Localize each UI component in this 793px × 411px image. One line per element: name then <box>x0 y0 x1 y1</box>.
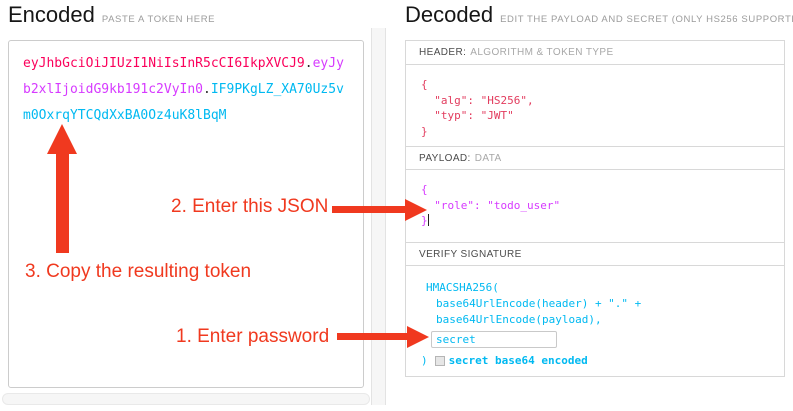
step1-arrow-shaft <box>337 333 408 340</box>
header-section-bar: HEADER: ALGORITHM & TOKEN TYPE <box>406 41 784 64</box>
payload-section-sublabel: DATA <box>474 152 502 164</box>
payload-json-line: { <box>421 183 428 196</box>
token-signature-segment: IF9PKgLZ_XA70Uz5vm0OxrqYTCQdXxBA0Oz4uK8l… <box>23 82 344 123</box>
verify-signature-bar: VERIFY SIGNATURE <box>406 242 784 265</box>
encoded-token-text[interactable]: eyJhbGciOiJIUzI1NiIsInR5cCI6IkpXVCJ9.eyJ… <box>9 41 363 129</box>
payload-json-editor[interactable]: { "role": "todo_user" } <box>406 169 784 242</box>
vertical-scrollbar-track[interactable] <box>371 28 386 405</box>
verify-signature-content: HMACSHA256( base64UrlEncode(header) + ".… <box>406 265 784 377</box>
header-json-line: "alg": "HS256", <box>421 93 534 107</box>
decoded-heading: Decoded EDIT THE PAYLOAD AND SECRET (ONLY… <box>405 2 793 28</box>
header-json-line: "typ": "JWT" <box>421 109 514 122</box>
encoded-heading: Encoded PASTE A TOKEN HERE <box>8 2 215 28</box>
payload-section-label: PAYLOAD: <box>419 152 471 164</box>
payload-section-bar: PAYLOAD: DATA <box>406 146 784 169</box>
header-json-line: } <box>421 124 428 138</box>
decoded-subtitle: EDIT THE PAYLOAD AND SECRET (ONLY HS256 … <box>500 14 793 25</box>
hmac-code-line: base64UrlEncode(header) + "." + <box>436 297 642 310</box>
token-dot-1: . <box>304 56 313 71</box>
decoded-title: Decoded <box>405 2 494 27</box>
text-caret <box>427 214 429 226</box>
header-json-line: { <box>421 78 428 91</box>
payload-json-line: "role": "todo_user" <box>421 198 561 212</box>
horizontal-scrollbar-track[interactable] <box>2 393 370 405</box>
token-dot-2: . <box>203 82 211 97</box>
payload-json-line: } <box>421 214 429 227</box>
verify-signature-label: VERIFY SIGNATURE <box>419 248 522 260</box>
secret-input[interactable] <box>431 331 557 348</box>
base64-encoded-label[interactable]: secret base64 encoded <box>448 354 588 367</box>
hmac-code-line: HMACSHA256( <box>426 281 499 294</box>
decoded-panel: HEADER: ALGORITHM & TOKEN TYPE { "alg": … <box>405 40 785 377</box>
closing-paren: ) <box>421 354 428 367</box>
step2-arrow-head <box>405 199 427 221</box>
header-section-sublabel: ALGORITHM & TOKEN TYPE <box>470 47 614 58</box>
annotation-step2-label: 2. Enter this JSON <box>171 196 329 217</box>
step1-arrow-head <box>407 326 429 348</box>
header-json-editor[interactable]: { "alg": "HS256", "typ": "JWT" } <box>406 64 784 146</box>
token-header-segment: eyJhbGciOiJIUzI1NiIsInR5cCI6IkpXVCJ9 <box>23 56 305 71</box>
annotation-step1-label: 1. Enter password <box>176 326 330 347</box>
up-arrow-head <box>47 124 77 154</box>
encoded-subtitle: PASTE A TOKEN HERE <box>101 14 216 25</box>
base64-encoded-checkbox[interactable] <box>434 356 445 366</box>
step2-arrow-shaft <box>332 206 406 213</box>
header-section-label: HEADER: <box>419 47 467 58</box>
annotation-step3-label: 3. Copy the resulting token <box>25 261 252 282</box>
token-payload-segment: eyJyb2xlIjoidG9kb191c2VyIn0 <box>23 56 344 97</box>
hmac-code-line: base64UrlEncode(payload), <box>436 313 602 326</box>
encoded-title: Encoded <box>8 2 95 27</box>
up-arrow-shaft <box>56 152 69 253</box>
